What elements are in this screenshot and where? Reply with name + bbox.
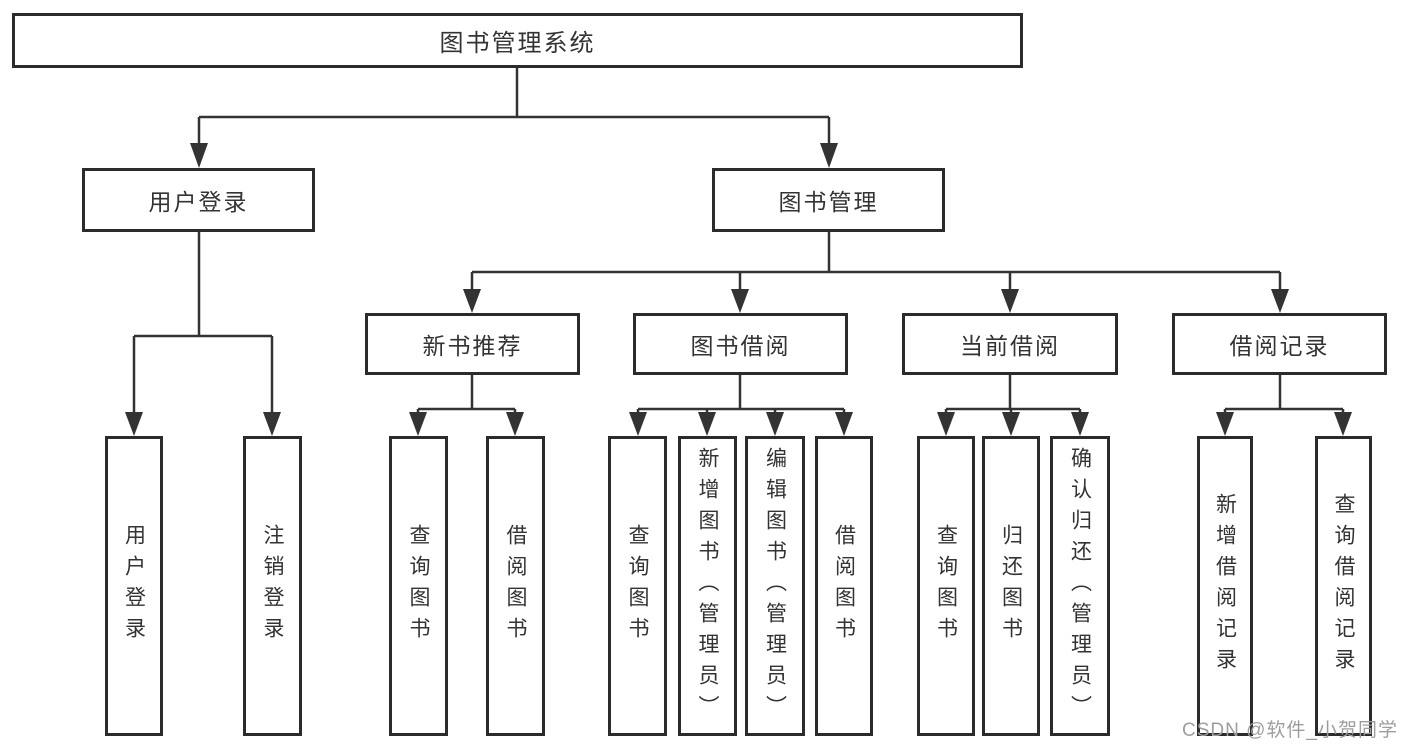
leaf-user-login: 用户登录	[105, 436, 163, 736]
node-library-management-system: 图书管理系统	[12, 13, 1023, 68]
leaf-add-borrow-record: 新增借阅记录	[1197, 436, 1253, 736]
leaf-query-books-borrowing: 查询图书	[608, 436, 667, 736]
leaf-label: 借阅图书	[504, 524, 527, 648]
leaf-label: 用户登录	[122, 524, 146, 648]
csdn-watermark: CSDN @软件_小贺同学	[1182, 720, 1398, 741]
node-label: 借阅记录	[1229, 333, 1330, 359]
leaf-label: 注销登录	[261, 524, 284, 648]
leaf-label: 查询图书	[934, 524, 958, 648]
leaf-label: 编辑图书（管理员）	[763, 446, 787, 726]
node-label: 用户登录	[148, 189, 249, 215]
leaf-query-books-recommend: 查询图书	[389, 436, 448, 736]
leaf-label: 查询借阅记录	[1332, 493, 1355, 679]
node-book-borrowing: 图书借阅	[633, 313, 848, 375]
leaf-label: 确认归还（管理员）	[1068, 446, 1092, 726]
leaf-borrow-books-recommend: 借阅图书	[486, 436, 545, 736]
leaf-confirm-return-admin: 确认归还（管理员）	[1050, 436, 1110, 736]
leaf-logout: 注销登录	[243, 436, 302, 736]
node-current-borrowing: 当前借阅	[902, 313, 1118, 375]
leaf-edit-books-admin: 编辑图书（管理员）	[745, 436, 805, 736]
node-label: 当前借阅	[960, 333, 1060, 359]
leaf-return-books: 归还图书	[982, 436, 1040, 736]
leaf-label: 新增借阅记录	[1213, 493, 1237, 679]
leaf-query-books-current: 查询图书	[917, 436, 975, 736]
leaf-label: 查询图书	[626, 524, 649, 648]
leaf-label: 新增图书（管理员）	[696, 446, 719, 726]
node-book-management: 图书管理	[712, 168, 945, 232]
leaf-add-books-admin: 新增图书（管理员）	[678, 436, 737, 736]
leaf-borrow-books-borrowing: 借阅图书	[815, 436, 873, 736]
node-borrowing-records: 借阅记录	[1172, 313, 1387, 375]
leaf-label: 归还图书	[999, 524, 1023, 648]
node-label: 图书管理系统	[439, 30, 596, 57]
node-label: 图书管理	[778, 189, 879, 215]
node-user-login: 用户登录	[82, 168, 315, 232]
node-label: 新书推荐	[422, 333, 523, 359]
node-new-book-recommend: 新书推荐	[365, 313, 580, 375]
node-label: 图书借阅	[690, 333, 791, 359]
leaf-label: 查询图书	[407, 524, 430, 648]
leaf-query-borrow-record: 查询借阅记录	[1315, 436, 1372, 736]
leaf-label: 借阅图书	[832, 524, 856, 648]
